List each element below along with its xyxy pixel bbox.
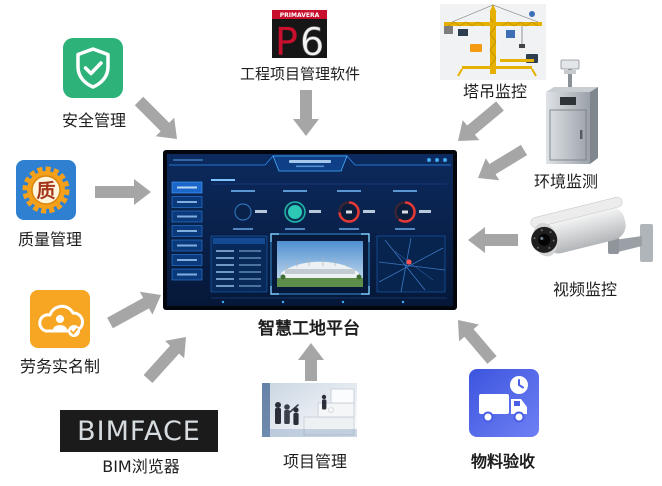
sidebar-menu-item: [171, 181, 203, 194]
material-label: 物料验收: [470, 452, 535, 471]
crane-label: 塔吊监控: [462, 82, 527, 101]
shield-check-icon: [63, 38, 123, 98]
arrow-video-to-platform: [468, 227, 518, 253]
quality-glyph: 质: [36, 180, 55, 202]
camera-body: [530, 196, 626, 257]
arrow-safety-to-platform: [134, 96, 177, 139]
crane-base: [457, 59, 537, 77]
sensor-pole: [560, 59, 580, 92]
arrow-p6-to-platform: [293, 90, 319, 136]
project-label: 项目管理: [282, 452, 347, 471]
quality-label: 质量管理: [17, 230, 82, 249]
badge-teeth: [22, 166, 70, 214]
truck-wheel: [482, 411, 494, 423]
camera-bracket: [608, 224, 653, 262]
arrow-labor-to-platform: [107, 291, 161, 329]
sidebar-menu-item: [171, 239, 203, 252]
bim-label: BIM浏览器: [102, 457, 180, 476]
logo-digit-6: 6: [300, 20, 324, 58]
badge-center: [31, 175, 61, 205]
cabinet-body: [546, 87, 598, 164]
project-team-image: [262, 383, 357, 437]
gauge-captions: [233, 228, 415, 230]
sidebar-menu-item: [171, 210, 203, 223]
crane-mast: [489, 4, 497, 74]
sidebar-menu-item: [171, 225, 203, 237]
video-label: 视频监控: [552, 280, 617, 299]
logo-letter-p: P: [275, 20, 298, 58]
icon-background: [63, 38, 123, 98]
logo-brand-text: PRIMAVERA: [280, 12, 320, 19]
platform-label: 智慧工地平台: [258, 319, 360, 339]
p6-label: 工程项目管理软件: [239, 65, 360, 83]
sidebar-menu-item: [171, 254, 203, 266]
gauge-4: [394, 201, 431, 223]
quality-badge-icon: 质: [16, 160, 76, 220]
arrow-environment-to-platform: [478, 144, 528, 181]
arrow-project-to-platform: [298, 343, 324, 381]
gauge-3: [338, 201, 375, 223]
safety-label: 安全管理: [61, 111, 126, 130]
logo-band: [272, 10, 327, 19]
check-mark: [83, 61, 103, 76]
bimface-logo: BIMFACE: [60, 410, 218, 452]
environment-monitor-cabinet: [540, 58, 604, 168]
overview-section-header: [211, 179, 447, 192]
crane-sensors: [458, 11, 538, 63]
dashboard-sidebar: [171, 181, 203, 281]
primavera-p6-logo: PRIMAVERA P 6: [272, 10, 327, 58]
dashboard-data-panel: [210, 235, 268, 293]
team-silhouettes: [275, 394, 327, 425]
tower-crane-image: [440, 4, 546, 80]
truck-cargo: [479, 394, 509, 414]
environment-label: 环境监测: [533, 172, 598, 191]
dashboard-site-photo: [270, 233, 370, 295]
cloud-outline: [38, 304, 84, 333]
cloud-worker-icon: [30, 290, 90, 348]
puzzle-blocks: [303, 388, 355, 436]
gauge-2: [284, 201, 321, 223]
arrow-crane-to-platform: [458, 101, 504, 141]
dashboard-map-panel: [376, 235, 446, 293]
worker-body: [53, 325, 67, 330]
dashboard-header: [169, 155, 451, 172]
delivery-truck-icon: [469, 369, 539, 437]
crane-jib: [444, 4, 542, 48]
bimface-logo-text: BIMFACE: [77, 415, 201, 447]
truck-wheel: [513, 411, 525, 423]
labor-label: 劳务实名制: [19, 357, 100, 376]
verified-badge: [68, 325, 80, 337]
dashboard-screen: [163, 150, 457, 310]
arrow-bim-to-platform: [143, 337, 186, 383]
sidebar-menu-item: [171, 268, 203, 281]
dashboard-footer: [211, 297, 447, 304]
cctv-camera: [522, 196, 656, 272]
arrow-quality-to-platform: [95, 179, 151, 205]
arrow-material-to-platform: [458, 320, 497, 364]
gauge-1: [234, 203, 267, 221]
shield-outline: [76, 47, 110, 89]
worker-head: [56, 315, 64, 323]
sidebar-menu-item: [171, 196, 203, 208]
